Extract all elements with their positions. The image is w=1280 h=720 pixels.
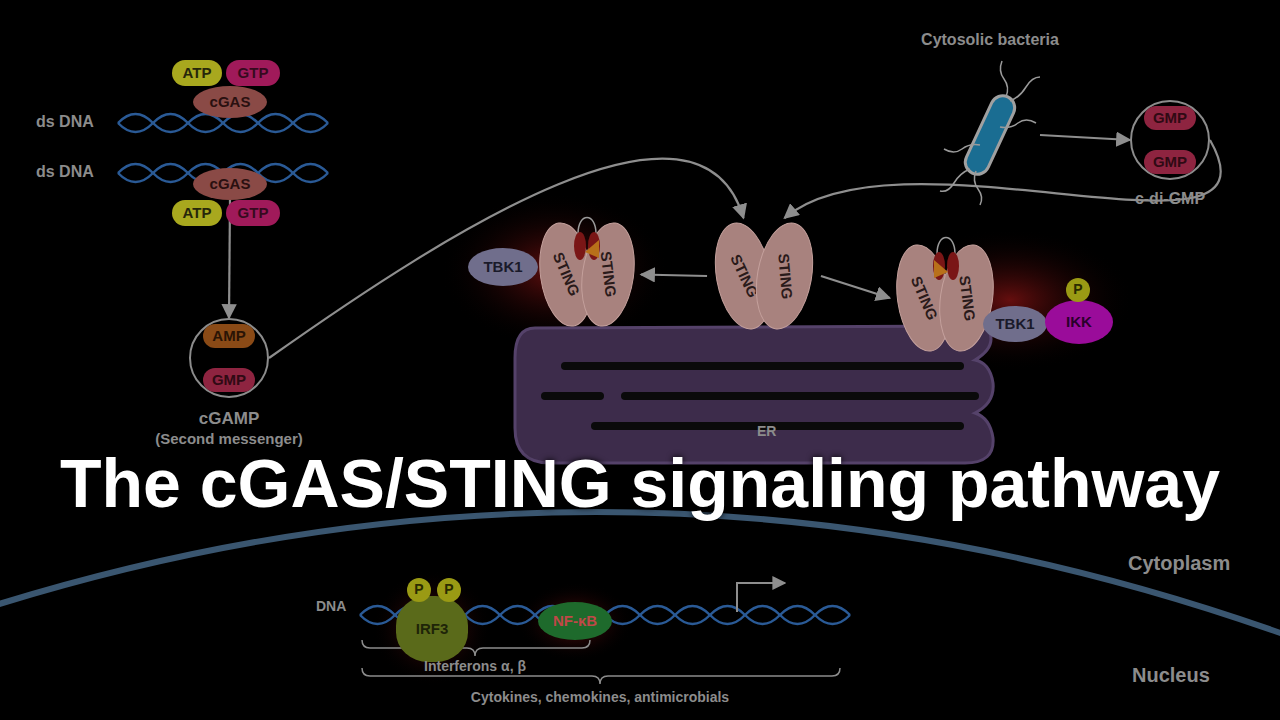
activation-glow: [885, 228, 1135, 372]
bacterium: Cytosolic bacteria: [940, 75, 1040, 195]
nuclear-membrane: [0, 512, 1280, 640]
atp-pill: ATP: [172, 200, 222, 226]
decoration: [944, 145, 980, 153]
irf3-factor: IRF3: [396, 596, 468, 662]
gene-bracket: [362, 640, 590, 656]
node-text: GTP: [238, 205, 269, 222]
node-text: GMP: [1153, 154, 1187, 171]
gmp-pill: GMP: [1144, 106, 1196, 130]
phosphate-mark: P: [437, 578, 461, 602]
gmp-pill: GMP: [203, 368, 255, 392]
text-label: ds DNA: [36, 113, 94, 131]
node-text: ER: [757, 424, 776, 439]
decoration: [961, 92, 1018, 178]
decoration: [974, 171, 981, 205]
decoration: [961, 92, 1018, 178]
cgas-enzyme: cGAS: [193, 168, 267, 200]
phosphate-mark: P: [1066, 278, 1090, 302]
node-text: IKK: [1066, 314, 1092, 331]
node-text: cGAS: [210, 94, 251, 111]
tbk1-kinase: TBK1: [468, 248, 538, 286]
transcription-arrow: [737, 583, 785, 612]
tbk1-kinase: TBK1: [983, 306, 1047, 342]
decoration: [1000, 61, 1007, 97]
atp-pill: ATP: [172, 60, 222, 86]
phosphate-mark: P: [407, 578, 431, 602]
node-text: ATP: [183, 65, 212, 82]
diagram-title: The cGAS/STING signaling pathway: [0, 443, 1280, 523]
node-text: IRF3: [416, 621, 449, 638]
cgas-enzyme: cGAS: [193, 86, 267, 118]
gtp-pill: GTP: [226, 200, 280, 226]
decoration: [625, 392, 975, 400]
decoration: [545, 366, 975, 426]
node-text: cGAS: [210, 176, 251, 193]
text-label: Cytoplasm: [1128, 552, 1230, 575]
decoration: [545, 392, 600, 400]
nfkb-factor: NF-κB: [538, 602, 612, 640]
bacterium-shape: [940, 75, 1040, 195]
signal-arrow: [785, 140, 1221, 218]
node-text: TBK1: [995, 316, 1034, 333]
node-text: P: [1073, 282, 1082, 297]
signal-arrow: [1040, 135, 1130, 140]
c-di-gmp-ring: c-di-GMPGMPGMP: [1130, 100, 1210, 180]
node-text: STING: [907, 274, 940, 323]
decoration: [1000, 120, 1036, 128]
decoration: [1010, 77, 1040, 101]
node-text: P: [444, 582, 453, 597]
node-text: AMP: [212, 328, 245, 345]
node-text: Cytosolic bacteria: [921, 31, 1059, 49]
text-label: Cytokines, chemokines, antimicrobials: [471, 689, 729, 705]
ligand-part: [574, 232, 586, 260]
ligand-loop: [578, 218, 596, 235]
decoration: [940, 169, 970, 191]
decoration: [940, 61, 1040, 205]
text-label: ds DNA: [36, 163, 94, 181]
node-text: ATP: [183, 205, 212, 222]
cgamp-ring: cGAMP(Second messenger)AMPGMP: [189, 318, 269, 398]
gtp-pill: GTP: [226, 60, 280, 86]
gmp-pill: GMP: [1144, 150, 1196, 174]
ligand-loop: [937, 238, 955, 255]
decoration: [595, 422, 960, 430]
node-text: GMP: [1153, 110, 1187, 127]
amp-pill: AMP: [203, 324, 255, 348]
node-text: STING: [956, 274, 978, 322]
node-text: STING: [774, 252, 794, 299]
ikk-kinase: IKK: [1045, 300, 1113, 344]
text-label: Interferons α, β: [424, 658, 526, 674]
node-text: GMP: [212, 372, 246, 389]
decoration: [515, 325, 993, 463]
signal-arrow: [821, 276, 890, 298]
node-text: STING: [597, 251, 619, 299]
node-text: NF-κB: [553, 613, 597, 630]
node-text: TBK1: [483, 259, 522, 276]
node-text: cGAMP: [199, 410, 259, 429]
signal-arrow: [641, 275, 707, 277]
text-label: Nucleus: [1132, 664, 1210, 687]
activation-glow: [440, 192, 670, 348]
node-text: c-di-GMP: [1135, 190, 1205, 208]
decoration: [565, 362, 960, 370]
node-text: P: [414, 582, 423, 597]
ligand-part: [947, 252, 959, 280]
text-label: DNA: [316, 598, 346, 614]
node-text: GTP: [238, 65, 269, 82]
